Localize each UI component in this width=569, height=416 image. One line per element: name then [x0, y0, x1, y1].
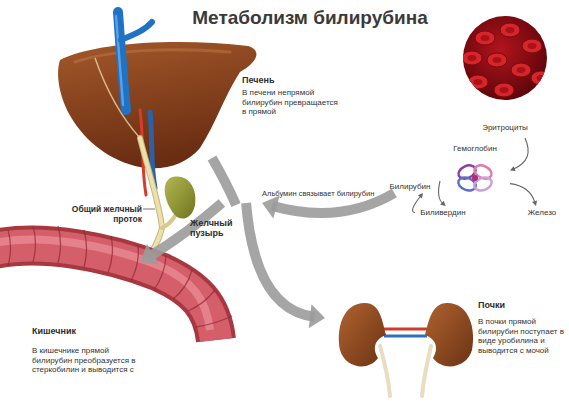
- liver-highlight: [75, 50, 230, 62]
- reaction-arrowhead: [418, 193, 423, 199]
- ureter: [422, 346, 431, 396]
- node-heading: Железо: [522, 208, 562, 218]
- erythrocytes-cell: Эритроциты: [455, 16, 555, 138]
- reaction-arrow: [439, 181, 446, 206]
- bilirubin-term: Билирубин: [384, 180, 436, 193]
- flow-arrow: [246, 203, 325, 328]
- red-cell-center: [528, 43, 537, 49]
- red-cell-center: [474, 79, 483, 85]
- intestine-fold: [108, 236, 112, 273]
- intestine-organ: Кишечник В кишечнике прямой билирубин пре…: [0, 262, 230, 393]
- reaction-arrowhead: [532, 200, 537, 206]
- heme-group: [472, 175, 478, 181]
- reaction-arrow-line: [513, 138, 528, 169]
- kidney-right: [425, 303, 473, 366]
- reaction-arrowhead: [510, 166, 516, 171]
- red-cell-center: [500, 87, 509, 93]
- callout-label: Общий желчный проток: [56, 204, 142, 224]
- node-text: В почки прямой билирубин поступает в вид…: [478, 317, 566, 355]
- red-cell-center: [517, 67, 526, 73]
- intestine-fold: [173, 270, 192, 299]
- node-heading: Гемоглобин: [440, 144, 510, 154]
- flow-arrowhead: [262, 196, 280, 219]
- reaction-arrow: [510, 138, 528, 171]
- reaction-arrow-line: [413, 196, 421, 213]
- flow-arrowhead: [140, 244, 159, 265]
- edge-label: Альбумин связывает билирубин: [262, 189, 374, 198]
- intestine-fold: [58, 226, 61, 263]
- reaction-arrowhead: [440, 201, 446, 206]
- red-cell-center: [537, 75, 546, 81]
- red-cell: [487, 53, 507, 67]
- node-text: В печени непрямой билирубин превращается…: [242, 88, 342, 117]
- node-heading: Кишечник: [32, 326, 142, 336]
- gallbladder-organ: Желчный пузырь: [160, 170, 238, 245]
- reaction-arrow: [510, 184, 537, 206]
- flow-arrow-line: [246, 203, 314, 317]
- node-heading: Почки: [478, 300, 566, 310]
- red-cell-center: [506, 27, 515, 33]
- red-cell: [500, 23, 520, 37]
- blood-circle: [463, 16, 547, 100]
- red-cell: [522, 39, 542, 53]
- hemoglobin-molecule: Гемоглобин: [440, 142, 510, 194]
- intestine-highlight: [0, 240, 210, 330]
- intestine-fold: [196, 316, 232, 327]
- renal-artery: [384, 328, 427, 331]
- biliverdin-term: Биливердин: [415, 206, 471, 219]
- red-cell-center: [468, 55, 477, 61]
- red-cell: [468, 75, 488, 89]
- node-text: В кишечнике прямой билирубин преобразует…: [32, 346, 146, 375]
- intestine-fold: [188, 290, 215, 311]
- intestine-fold: [84, 230, 87, 267]
- liver-shape: [58, 42, 256, 168]
- ureter: [380, 346, 390, 396]
- node-heading: Биливердин: [415, 208, 471, 218]
- hepatic-vein: [121, 22, 152, 40]
- red-cell: [511, 63, 531, 77]
- diagram-title: Метаболизм билирубина: [120, 7, 500, 29]
- red-cell: [531, 71, 551, 85]
- renal-vein: [384, 335, 427, 338]
- vena-cava-highlight: [116, 16, 123, 105]
- gallbladder-shape: [165, 177, 196, 219]
- intestine-fold: [131, 245, 138, 281]
- red-cell-center: [481, 35, 490, 41]
- node-heading: Желчный пузырь: [190, 218, 238, 238]
- node-heading: Печень: [242, 75, 342, 85]
- flow-arrowhead: [309, 304, 325, 328]
- intestine-fold: [8, 230, 11, 266]
- cystic-duct: [162, 214, 176, 228]
- red-cell: [494, 83, 514, 97]
- intestine-body: [0, 246, 216, 340]
- red-cell: [462, 51, 482, 65]
- kidneys-organ: Почки В почки прямой билирубин поступает …: [325, 290, 567, 390]
- red-cells: [462, 23, 551, 97]
- node-heading: Билирубин: [384, 182, 436, 192]
- reaction-arrow-line: [439, 181, 444, 204]
- iron-term: Железо: [522, 206, 562, 219]
- intestine-outer: [0, 246, 216, 340]
- leader-line: [143, 209, 155, 210]
- hemoglobin-chain: [472, 175, 493, 192]
- kidney-left: [339, 303, 386, 366]
- red-cell: [475, 31, 495, 45]
- node-heading: Эритроциты: [455, 123, 555, 133]
- liver-organ: Печень В печени непрямой билирубин превра…: [58, 38, 343, 203]
- reaction-arrow-line: [510, 184, 535, 203]
- flow-arrow-stem: [212, 158, 236, 205]
- red-cell-center: [493, 57, 502, 63]
- intestine-fold: [33, 226, 36, 262]
